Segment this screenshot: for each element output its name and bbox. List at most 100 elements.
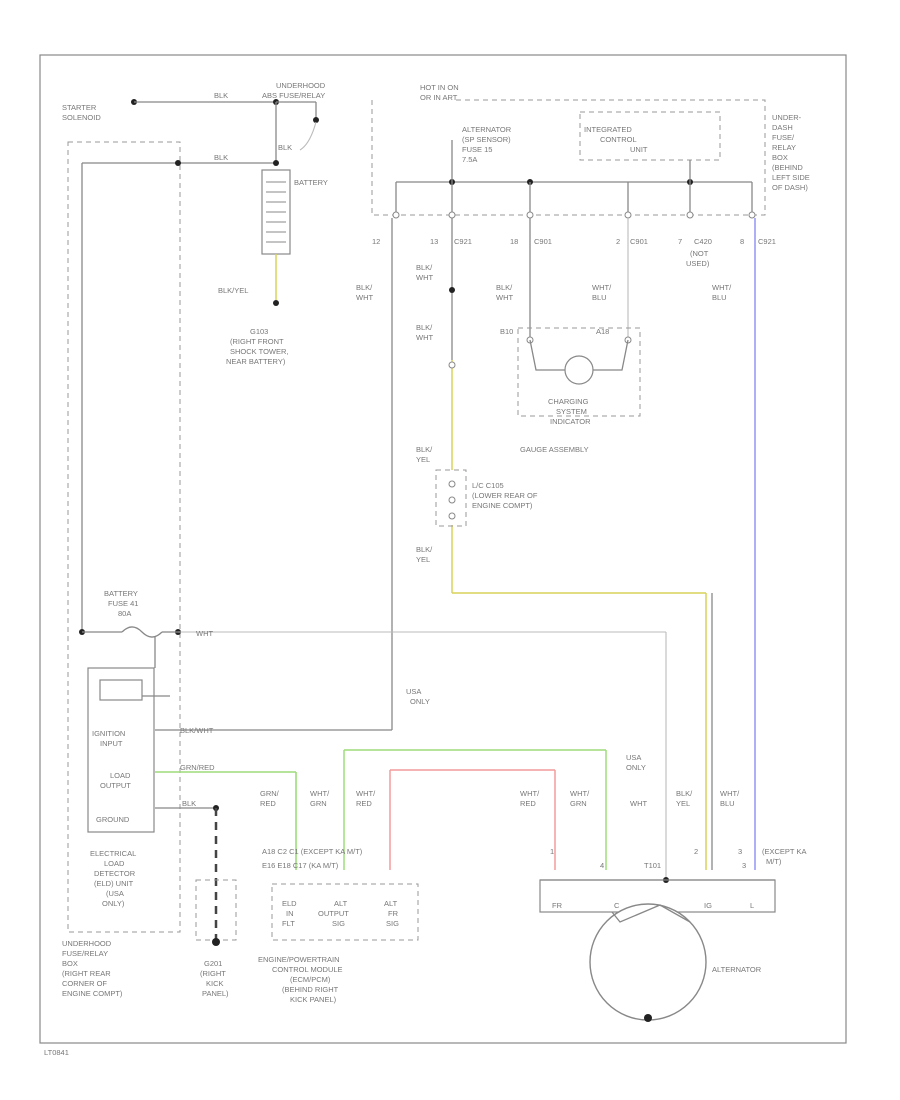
- label-pin-12: 12: [372, 237, 380, 246]
- g103-ground: [273, 300, 279, 306]
- label-wire-blk-1: BLK: [214, 91, 228, 100]
- label-wire-blk-h: BLK: [182, 799, 196, 808]
- connector-pin-2: [624, 211, 632, 219]
- label-battery: BATTERY: [294, 178, 328, 187]
- c105-connector-outline: [435, 469, 467, 527]
- alternator-ground: [644, 1014, 652, 1022]
- label-wht-v: WHT: [630, 799, 647, 808]
- label-indicator-pin-a18: A18: [596, 327, 609, 336]
- label-c921: C921: [454, 237, 472, 246]
- pin13-splice: [449, 287, 455, 293]
- label-alternator: ALTERNATOR: [712, 965, 762, 974]
- label-wire-wht: WHT: [196, 629, 213, 638]
- label-pin-18: 18: [510, 237, 518, 246]
- label-blk-yel-v: BLK/YEL: [676, 789, 693, 808]
- alternator-internal-lines: [611, 904, 691, 923]
- abs-fuse-terminal: [313, 117, 319, 123]
- charging-indicator-bulb-icon: [564, 355, 594, 385]
- label-grn-red-v: GRN/RED: [260, 789, 280, 808]
- label-footer-code: LT0841: [44, 1048, 69, 1057]
- label-alt-pin-1: 1: [550, 847, 554, 856]
- connector-pin-18: [526, 211, 534, 219]
- connector-pin-7: [686, 211, 694, 219]
- label-blk-yel-2: BLK/YEL: [416, 545, 433, 564]
- label-blk-wht-h: BLK/WHT: [180, 726, 214, 735]
- under-dash-fuse-box-outline: [371, 99, 766, 216]
- gauge-assembly-outline: [517, 327, 641, 417]
- integrated-control-unit-outline: [579, 111, 721, 161]
- c105-pin-c: [448, 512, 456, 520]
- c105-pin-b: [448, 496, 456, 504]
- fuse-box-junction: [175, 160, 181, 166]
- label-gauge-assembly: GAUGE ASSEMBLY: [520, 445, 589, 454]
- label-wht-blu-1: WHT/BLU: [592, 283, 612, 302]
- label-alt-term-c: C: [614, 901, 620, 910]
- connector-pin-12: [392, 211, 400, 219]
- label-blk-wht-4: BLK/WHT: [496, 283, 513, 302]
- label-alt-term-ig: IG: [704, 901, 712, 910]
- battery-fuse-symbol: [121, 626, 163, 638]
- label-wht-blu-2: WHT/BLU: [712, 283, 732, 302]
- label-blk-yel-1: BLK/YEL: [416, 445, 433, 464]
- eld-inner-block: [99, 679, 143, 701]
- label-alt-term-l: L: [750, 901, 754, 910]
- label-pin-13: 13: [430, 237, 438, 246]
- label-grn-red-h: GRN/RED: [180, 763, 215, 772]
- label-eld-ground: GROUND: [96, 815, 130, 824]
- connector-pin-8: [748, 211, 756, 219]
- label-pin-2: 2: [616, 237, 620, 246]
- label-wire-blk-3: BLK: [214, 153, 228, 162]
- label-blk-wht-1: BLK/WHT: [356, 283, 373, 302]
- label-alt-pin-3b: 3: [742, 861, 746, 870]
- wire-abs-fuse-curve: [299, 121, 317, 151]
- label-wht-red-v2: WHT/RED: [520, 789, 540, 808]
- label-pcm-pins-row1: A18 C2 C1 (EXCEPT KA M/T): [262, 847, 363, 856]
- battery-cells: [266, 181, 286, 243]
- eld-unit-box: [87, 667, 155, 833]
- label-blk-wht-3: BLK/WHT: [416, 323, 433, 342]
- c105-pin-a: [448, 480, 456, 488]
- label-pin-7: 7: [678, 237, 682, 246]
- label-blk-wht-2: BLK/WHT: [416, 263, 433, 282]
- label-c901a: C901: [534, 237, 552, 246]
- label-indicator-pin-b10: B10: [500, 327, 513, 336]
- label-alt-pin-3: 3: [738, 847, 742, 856]
- label-alt-term-fr: FR: [552, 901, 563, 910]
- label-c901b: C901: [630, 237, 648, 246]
- g201-ground: [212, 938, 220, 946]
- label-wht-blu-v: WHT/BLU: [720, 789, 740, 808]
- label-wht-red-v: WHT/RED: [356, 789, 376, 808]
- connector-pin-13: [448, 211, 456, 219]
- label-blk-yel-ground: BLK/YEL: [218, 286, 248, 295]
- label-pcm-pins-row2: E16 E18 C17 (KA M/T): [262, 861, 339, 870]
- label-alt-t101: T101: [644, 861, 661, 870]
- battery-junction: [273, 160, 279, 166]
- label-wht-grn-v: WHT/GRN: [310, 789, 330, 808]
- label-pin-8: 8: [740, 237, 744, 246]
- label-wire-blk-2: BLK: [278, 143, 292, 152]
- label-alt-pin-4: 4: [600, 861, 604, 870]
- diagram-frame: [39, 54, 847, 1044]
- label-alt-pin-2: 2: [694, 847, 698, 856]
